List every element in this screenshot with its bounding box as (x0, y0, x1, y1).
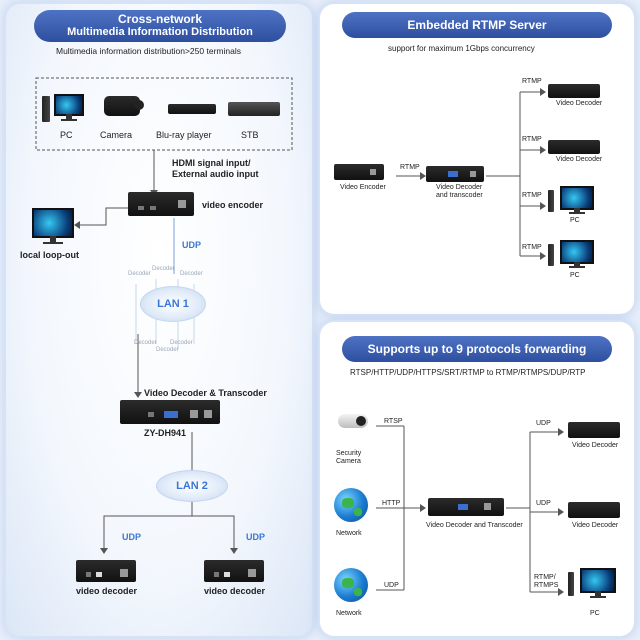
output-label-1: Video Decoder (572, 442, 619, 449)
video-encoder-device (128, 192, 194, 216)
model-label: ZY-DH941 (144, 428, 187, 438)
distribution-subtitle: Multimedia information distribution>250 … (56, 46, 241, 56)
decoder-tag: Decoder (170, 340, 193, 346)
protocols-video-decoder-device-1 (568, 422, 620, 438)
udp-label-top: UDP (182, 240, 202, 250)
protocols-connectors (376, 425, 564, 596)
rtmp-output-protocol-1: RTMP (522, 78, 542, 85)
rtmp-video-encoder-label: Video Encoder (340, 184, 386, 191)
pc-monitor-icon (560, 186, 594, 214)
pc-monitor-icon (580, 568, 616, 598)
protocols-panel: Supports up to 9 protocols forwarding RT… (320, 322, 634, 636)
bluray-player-icon (168, 104, 216, 114)
protocols-title-pill: Supports up to 9 protocols forwarding (342, 336, 612, 362)
input-protocol-2: HTTP (382, 500, 401, 507)
video-decoder-label-2: video decoder (204, 586, 266, 596)
hdmi-input-line2: External audio input (172, 169, 259, 179)
rtmp-transcoder-device (426, 166, 484, 182)
input-protocol-1: RTSP (384, 418, 403, 425)
distribution-connectors (35, 77, 293, 554)
input-protocol-3: UDP (384, 582, 399, 589)
decoder-tag: Decoder (134, 340, 157, 346)
pc-tower-icon (548, 244, 554, 266)
input-label-1b: Camera (336, 458, 361, 465)
output-protocol-1: UDP (536, 420, 551, 427)
output-protocol-3b: RTMPS (534, 582, 559, 589)
video-decoder-device-2 (204, 560, 264, 582)
distribution-panel: Cross-network Multimedia Information Dis… (6, 4, 312, 636)
source-label-camera: Camera (100, 130, 133, 140)
network-globe-icon (334, 488, 368, 522)
rtmp-output-protocol-2: RTMP (522, 136, 542, 143)
distribution-title-line2: Multimedia Information Distribution (67, 26, 253, 38)
rtmp-panel: Embedded RTMP Server support for maximum… (320, 4, 634, 314)
decoder-tag: Decoder (180, 271, 203, 277)
source-label-stb: STB (241, 130, 259, 140)
pc-monitor-icon (560, 240, 594, 268)
transcoder-label: Video Decoder & Transcoder (144, 388, 267, 398)
protocols-subtitle: RTSP/HTTP/UDP/HTTPS/SRT/RTMP to RTMP/RTM… (350, 368, 586, 377)
distribution-title-line1: Cross-network (117, 12, 203, 26)
network-globe-icon (334, 568, 368, 602)
protocols-video-decoder-device-2 (568, 502, 620, 518)
security-camera-icon (338, 414, 368, 428)
rtmp-video-encoder-device (334, 164, 384, 180)
distribution-title-pill: Cross-network Multimedia Information Dis… (34, 10, 286, 42)
pc-tower-icon (42, 96, 50, 122)
rtmp-output-protocol-3: RTMP (522, 192, 542, 199)
rtmp-output-label-1: Video Decoder (556, 100, 603, 107)
udp-label-left: UDP (122, 532, 142, 542)
rtmp-output-protocol-4: RTMP (522, 244, 542, 251)
udp-label-right: UDP (246, 532, 266, 542)
protocols-center-label: Video Decoder and Transcoder (426, 522, 523, 529)
rtmp-output-label-4: PC (570, 272, 580, 279)
decoder-tag: Decoder (128, 271, 151, 277)
lan2-cloud: LAN 2 (156, 470, 228, 502)
input-label-3: Network (336, 610, 362, 617)
pc-monitor-icon (54, 94, 84, 122)
protocols-transcoder-device (428, 498, 504, 516)
input-label-2: Network (336, 530, 362, 537)
video-encoder-label: video encoder (202, 200, 264, 210)
local-loopout-label: local loop-out (20, 250, 79, 260)
output-protocol-2: UDP (536, 500, 551, 507)
rtmp-output-label-2: Video Decoder (556, 156, 603, 163)
transcoder-device (120, 400, 220, 424)
pc-tower-icon (568, 572, 574, 596)
loopout-monitor-icon (32, 208, 74, 246)
camera-lens-icon (134, 100, 144, 110)
source-label-pc: PC (60, 130, 73, 140)
rtmp-link-label: RTMP (400, 164, 420, 171)
output-protocol-3a: RTMP/ (534, 574, 556, 581)
rtmp-video-decoder-device-2 (548, 140, 600, 154)
camera-icon (104, 96, 140, 116)
rtmp-output-label-3: PC (570, 217, 580, 224)
input-label-1a: Security (336, 450, 362, 457)
stb-icon (228, 102, 280, 116)
pc-tower-icon (548, 190, 554, 212)
rtmp-transcoder-label-1: Video Decoder (436, 184, 483, 191)
rtmp-transcoder-label-2: and transcoder (436, 192, 483, 199)
hdmi-input-line1: HDMI signal input/ (172, 158, 251, 168)
decoder-tag: Decoder (152, 266, 175, 272)
rtmp-subtitle: support for maximum 1Gbps concurrency (388, 44, 535, 53)
video-decoder-device-1 (76, 560, 136, 582)
rtmp-connectors (396, 88, 546, 260)
rtmp-title-pill: Embedded RTMP Server (342, 12, 612, 38)
source-label-bluray: Blu-ray player (156, 130, 212, 140)
output-label-2: Video Decoder (572, 522, 619, 529)
video-decoder-label-1: video decoder (76, 586, 138, 596)
output-label-3: PC (590, 610, 600, 617)
decoder-tag: Decoder (156, 347, 179, 353)
lan1-cloud: LAN 1 (140, 286, 206, 322)
rtmp-video-decoder-device-1 (548, 84, 600, 98)
